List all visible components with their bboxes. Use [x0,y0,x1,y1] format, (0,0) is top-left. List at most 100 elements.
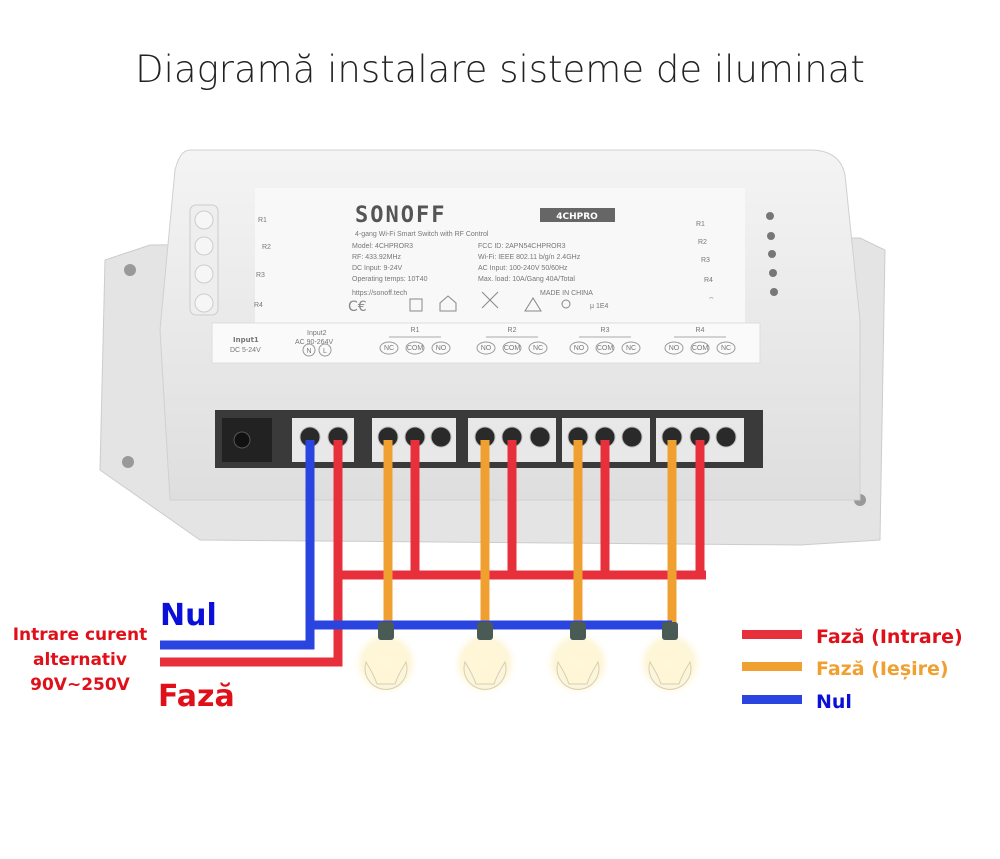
terminal-label: COM [407,345,424,352]
terminal-screw[interactable] [430,426,452,448]
led-label: R4 [704,277,713,284]
input1-sub: DC 5-24V [230,347,261,354]
terminal-label: COM [504,345,521,352]
model-badge [540,208,615,222]
input-label-line: 90V~250V [30,675,131,695]
terminal-circle [476,341,496,355]
terminal-label: COM [692,345,709,352]
relay-button-r4[interactable] [194,293,214,313]
legend-swatch-phase-input [742,630,802,639]
terminal-screw[interactable] [621,426,643,448]
input2-label: Input2 [307,330,327,337]
terminal-circle [502,341,522,355]
input-label-line: alternativ [33,650,127,670]
terminal-l: L [323,348,327,355]
button-label: R3 [256,272,265,279]
indoor-use-icon [439,295,457,312]
button-label: R2 [262,244,271,251]
terminal-label: NC [384,345,394,352]
terminal-label: NO [481,345,492,352]
double-insulation-icon [409,298,423,312]
device-subtitle: 4-gang Wi-Fi Smart Switch with RF Contro… [355,231,489,238]
left-buttons: R1 R2 R3 R4 [189,204,271,316]
model-badge-text: 4CHPRO [556,212,598,222]
weee-icon [481,291,499,309]
made-in: MADE IN CHINA [540,290,593,297]
spec: Wi-Fi: IEEE 802.11 b/g/n 2.4GHz [478,254,581,261]
wire-phase-output [383,440,677,625]
wires [160,440,706,667]
led-r4 [769,269,777,277]
button-label: R4 [254,302,263,309]
faza-label: Fază [158,679,235,714]
led-label: R2 [698,239,707,246]
right-leds: R1 R2 R3 R4 ⌔ [696,212,778,304]
brand-logo: SONOFF [355,203,446,228]
led-label: R1 [696,221,705,228]
terminal-circle [528,341,548,355]
led-r1 [766,212,774,220]
terminal-label: NC [533,345,543,352]
spec: Operating temps: 10T40 [352,276,428,283]
device-label: SONOFF 4CHPRO 4-gang Wi-Fi Smart Switch … [348,203,615,315]
relay-label: R4 [696,327,705,334]
input2-sub: AC 90-264V [295,339,333,346]
legend-label: Fază (Intrare) [816,626,963,648]
legend-label: Fază (Ieșire) [816,658,949,680]
terminal-n: N [306,348,311,355]
light-bulb-icon [636,622,704,697]
warning-icon [524,297,542,312]
legend-swatch-neutral [742,695,802,704]
relay-label: R2 [508,327,517,334]
terminal-screw[interactable] [715,426,737,448]
terminal-label: NO [574,345,585,352]
button-label: R1 [258,217,267,224]
terminal-circle [690,341,710,355]
page-title: Diagramă instalare sisteme de iluminat [135,48,865,91]
ce-mark-icon: C€ [348,299,367,315]
relay-label: R3 [601,327,610,334]
spec: Model: 4CHPROR3 [352,243,413,250]
relay-button-r2[interactable] [194,236,214,256]
light-bulb-icon [544,622,612,697]
mount-hole [122,456,134,468]
input-label-line: Intrare curent [13,625,148,645]
mount-hole [124,264,136,276]
spec: DC Input: 9-24V [352,265,403,272]
input1-label: Input1 [233,336,259,344]
led-wifi [770,288,778,296]
light-bulb-icon [352,622,420,697]
terminal-label: NO [669,345,680,352]
spec: AC Input: 100-240V 50/60Hz [478,265,568,272]
relay-label: R1 [411,327,420,334]
terminal-screw[interactable] [529,426,551,448]
legend: Fază (Intrare) Fază (Ieșire) Nul [742,626,963,713]
wire-phase-com [410,440,705,575]
terminal-label: NO [436,345,447,352]
device-label-panel [255,188,745,323]
light-bulb-icon [451,622,519,697]
spec: RF: 433.92MHz [352,254,402,261]
terminal-circle [621,341,641,355]
terminal-circle [379,341,399,355]
led-label: R3 [701,257,710,264]
terminal-circle [405,341,425,355]
relay-button-r1[interactable] [194,210,214,230]
terminal-label: NC [721,345,731,352]
cert-text: μ 1E4 [590,303,609,310]
legend-label: Nul [816,691,852,713]
sun-icon [561,299,571,309]
wire-phase-input [160,440,343,667]
terminal-label: NC [626,345,636,352]
terminal-label: COM [597,345,614,352]
nul-label: Nul [160,598,217,633]
relay-button-r3[interactable] [194,264,214,284]
spec: FCC ID: 2APN54CHPROR3 [478,243,566,250]
wire-neutral-input [160,440,315,650]
terminal-circle [431,341,451,355]
wifi-icon: ⌔ [708,297,715,304]
terminal-circle [595,341,615,355]
device-url: https://sonoff.tech [352,290,407,297]
led-r2 [767,232,775,240]
